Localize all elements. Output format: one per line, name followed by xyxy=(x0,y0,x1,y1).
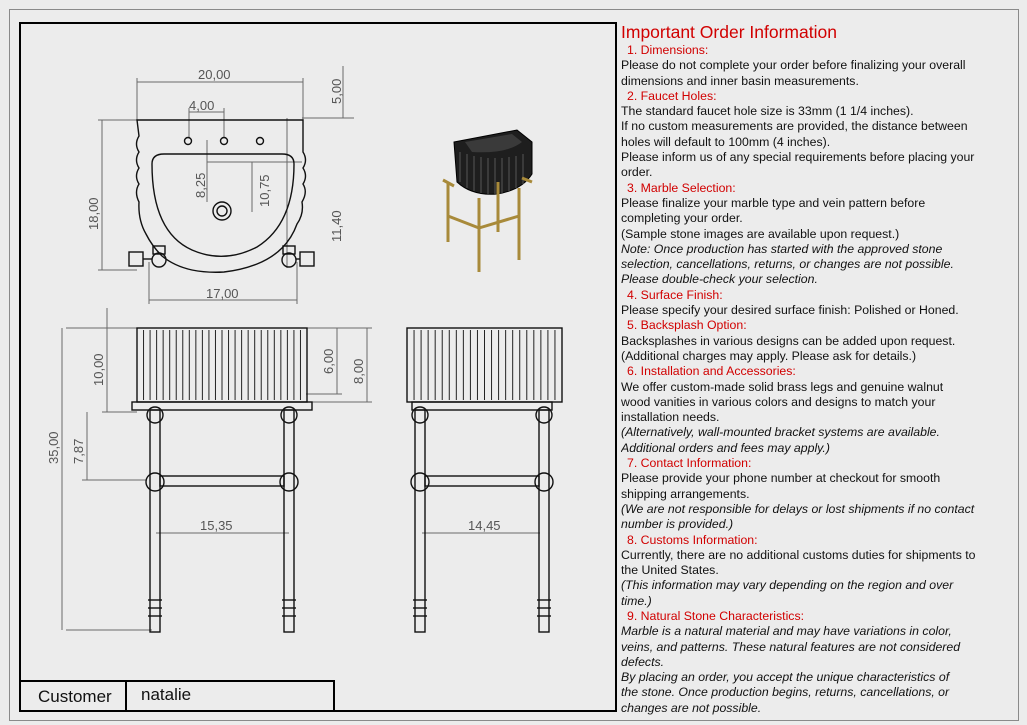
section-line: Please inform us of any special requirem… xyxy=(621,150,975,165)
top-view: 20,00 4,00 5,00 18,00 8,25 10,75 11,40 1… xyxy=(86,66,354,304)
side-basin-flutes xyxy=(413,330,556,400)
dim-basin-depth-a: 10,75 xyxy=(257,174,272,207)
section-line: Please double-check your selection. xyxy=(621,272,818,287)
section-line: (We are not responsible for delays or lo… xyxy=(621,501,975,516)
dim-shelf-height: 7,87 xyxy=(71,439,86,464)
section-line: By placing an order, you accept the uniq… xyxy=(621,670,950,685)
section-line: dimensions and inner basin measurements. xyxy=(621,73,859,88)
dim-faucet-to-drain: 8,25 xyxy=(193,173,208,198)
section-heading: 6. Installation and Accessories: xyxy=(627,364,796,379)
section-line: number is provided.) xyxy=(621,517,734,532)
drawing-frame: 20,00 4,00 5,00 18,00 8,25 10,75 11,40 1… xyxy=(19,22,617,712)
info-sections: 1. Dimensions:Please do not complete you… xyxy=(621,43,1017,716)
section-line: the United States. xyxy=(621,563,719,578)
section-heading: 1. Dimensions: xyxy=(627,43,709,57)
section-line: changes are not possible. xyxy=(621,700,762,715)
section-line: We offer custom-made solid brass legs an… xyxy=(621,379,944,394)
dim-side-leg-span: 14,45 xyxy=(468,518,501,533)
section-line: Marble is a natural material and may hav… xyxy=(621,624,952,639)
section-line: defects. xyxy=(621,654,665,669)
section-line: installation needs. xyxy=(621,410,720,425)
section-heading: 4. Surface Finish: xyxy=(627,287,723,302)
section-line: Currently, there are no additional custo… xyxy=(621,547,976,562)
front-view: 35,00 10,00 7,87 15,35 6,00 8,00 xyxy=(46,308,372,633)
technical-drawing: 20,00 4,00 5,00 18,00 8,25 10,75 11,40 1… xyxy=(46,66,563,633)
section-line: order. xyxy=(621,165,653,180)
section-line: Please finalize your marble type and vei… xyxy=(621,195,926,210)
section-heading: 8. Customs Information: xyxy=(627,532,758,547)
section-line: the stone. Once production begins, retur… xyxy=(621,685,950,700)
dim-basin-outer: 8,00 xyxy=(351,359,366,384)
section-heading: 9. Natural Stone Characteristics: xyxy=(627,608,805,623)
isometric-view xyxy=(442,129,533,272)
section-line: veins, and patterns. These natural featu… xyxy=(621,639,961,654)
section-heading: 3. Marble Selection: xyxy=(627,180,736,195)
dim-basin-inner: 6,00 xyxy=(321,349,336,374)
section-line: completing your order. xyxy=(621,211,743,226)
dim-front-leg-span: 15,35 xyxy=(200,518,233,533)
section-line: (This information may vary depending on … xyxy=(621,578,954,593)
dim-basin-depth-b: 11,40 xyxy=(329,210,344,242)
info-title: Important Order Information xyxy=(621,22,837,42)
side-view: 14,45 xyxy=(406,327,563,633)
section-line: holes will default to 100mm (4 inches). xyxy=(621,134,831,149)
dim-leg-span-top: 17,00 xyxy=(206,286,239,301)
dim-depth: 18,00 xyxy=(86,197,101,230)
front-basin-flutes xyxy=(143,330,301,400)
section-line: (Alternatively, wall-mounted bracket sys… xyxy=(621,425,940,440)
section-line: (Additional charges may apply. Please as… xyxy=(621,348,917,363)
section-heading: 5. Backsplash Option: xyxy=(627,318,747,333)
section-line: Please specify your desired surface fini… xyxy=(621,303,959,318)
dim-top-depth-right: 5,00 xyxy=(329,79,344,104)
section-line: (Sample stone images are available upon … xyxy=(621,226,900,241)
section-line: shipping arrangements. xyxy=(621,486,750,501)
dim-basin-height: 10,00 xyxy=(91,353,106,386)
dim-total-height: 35,00 xyxy=(46,431,61,464)
section-line: Backsplashes in various designs can be a… xyxy=(621,333,956,348)
dim-top-width: 20,00 xyxy=(198,67,231,82)
section-line: time.) xyxy=(621,593,652,608)
section-line: Note: Once production has started with t… xyxy=(621,241,943,256)
customer-name: natalie xyxy=(141,685,192,704)
section-line: The standard faucet hole size is 33mm (1… xyxy=(621,104,914,119)
dim-faucet-spacing: 4,00 xyxy=(189,98,214,113)
section-line: Please do not complete your order before… xyxy=(621,58,966,73)
section-line: selection, cancellations, returns, or ch… xyxy=(621,257,954,272)
customer-label: Customer xyxy=(21,682,127,710)
section-line: Please provide your phone number at chec… xyxy=(621,471,941,486)
section-line: Additional orders and fees may apply.) xyxy=(621,440,830,455)
section-heading: 7. Contact Information: xyxy=(627,456,752,471)
section-line: If no custom measurements are provided, … xyxy=(621,119,968,134)
section-line: wood vanities in various colors and desi… xyxy=(621,394,936,409)
title-block: Customer natalie xyxy=(19,680,335,712)
order-info-panel: Important Order Information 1. Dimension… xyxy=(621,21,1017,721)
section-heading: 2. Faucet Holes: xyxy=(627,88,717,103)
